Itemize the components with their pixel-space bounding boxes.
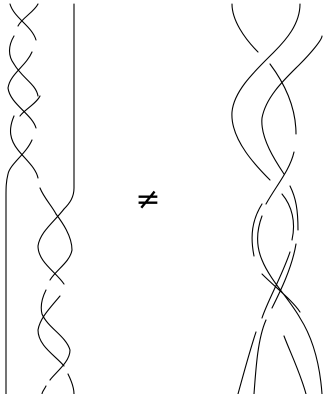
right-braid-strand-c [258,64,323,394]
right-braid-bottom-arc [262,274,300,312]
right-braid-lower-left-strand [252,204,262,256]
right-braid-strand-b [254,36,322,394]
right-braid-strands [232,4,322,394]
right-braid-top-arc [232,4,258,52]
right-braid-strand-a [232,4,300,394]
right-braid-bottom-inner-strand [284,336,306,394]
